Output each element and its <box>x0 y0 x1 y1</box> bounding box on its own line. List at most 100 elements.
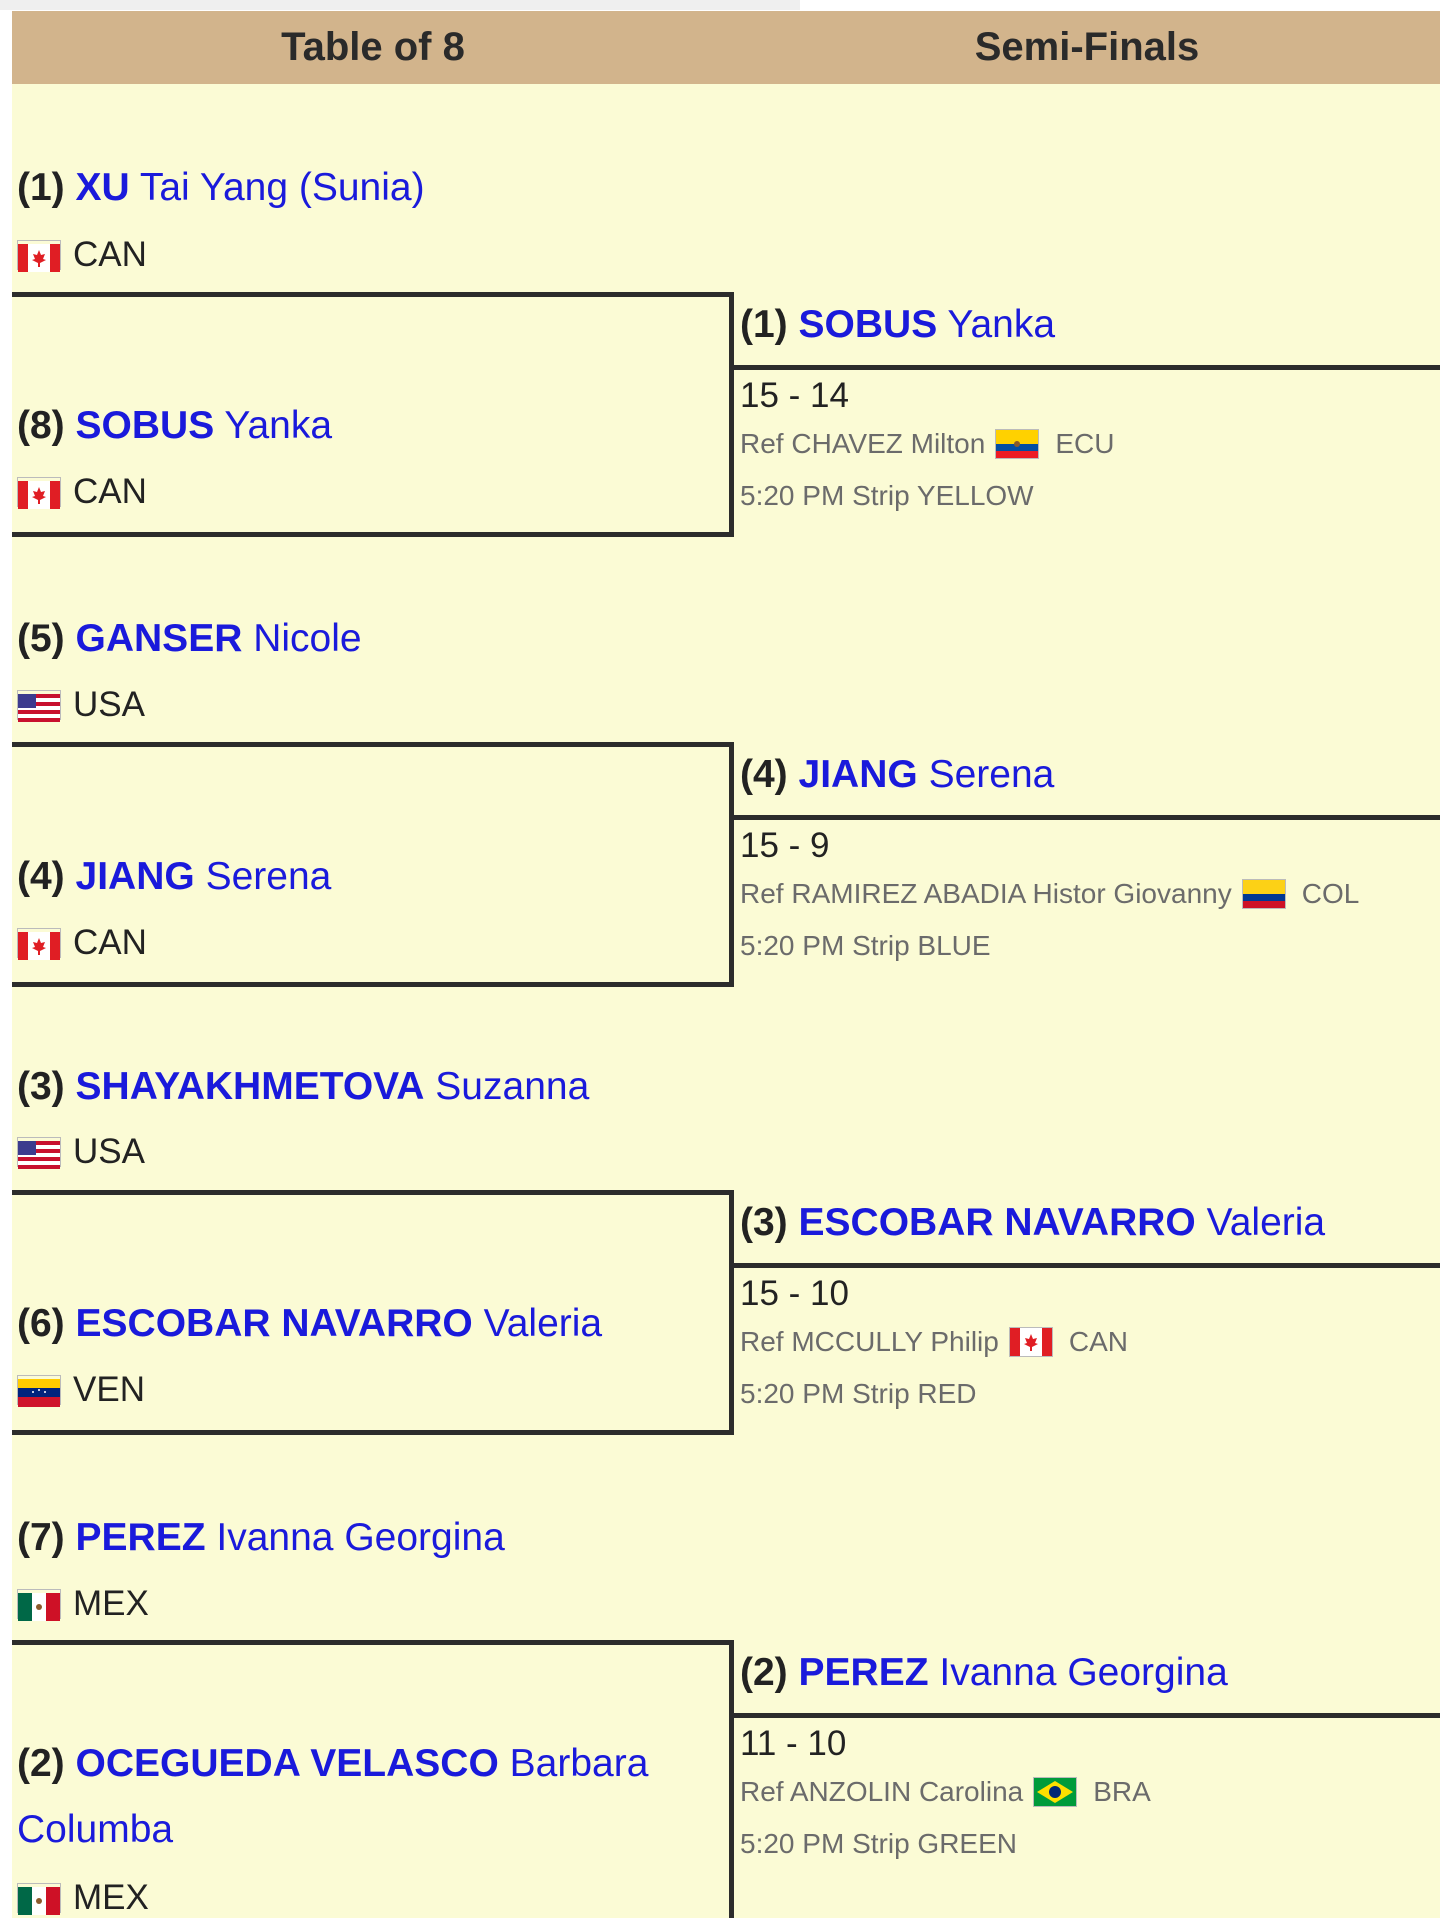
bout-score: 15 - 14 <box>740 376 849 415</box>
strip: Strip YELLOW <box>852 480 1034 511</box>
bracket-line <box>734 365 1440 370</box>
fencer-first-name[interactable]: Ivanna Georgina <box>216 1516 505 1559</box>
fencer-last-name[interactable]: PEREZ <box>75 1516 206 1559</box>
semifinal-fencer[interactable]: (4) JIANG Serena <box>740 753 1054 797</box>
fencer-first-name[interactable]: Suzanna <box>435 1065 590 1108</box>
ref-prefix: Ref <box>740 1776 784 1807</box>
fencer-entry[interactable]: (5) GANSER Nicole <box>17 617 362 661</box>
seed: (4) <box>740 753 788 796</box>
fencer-last-name[interactable]: ESCOBAR NAVARRO <box>75 1302 473 1345</box>
referee-name: ANZOLIN Carolina <box>789 1776 1024 1807</box>
fencer-country: CAN <box>17 923 147 963</box>
bout-score: 15 - 10 <box>740 1274 849 1313</box>
bout-score: 15 - 9 <box>740 826 830 865</box>
referee-name: MCCULLY Philip <box>791 1326 999 1357</box>
seed: (3) <box>17 1065 65 1108</box>
bracket-table: Table of 8 Semi-Finals (1) XU Tai Yang (… <box>12 11 1440 1918</box>
seed: (6) <box>17 1302 65 1345</box>
country-code: VEN <box>73 1370 145 1409</box>
bout-time: 5:20 PM <box>740 1378 845 1409</box>
bracket-line <box>12 982 734 987</box>
fencer-first-name[interactable]: Nicole <box>253 617 362 660</box>
referee-info: Ref MCCULLY Philip CAN <box>740 1326 1128 1358</box>
column-title-table-of-8: Table of 8 <box>281 25 465 69</box>
fencer-last-name[interactable]: SHAYAKHMETOVA <box>75 1065 425 1108</box>
bracket-line <box>12 1640 734 1645</box>
fencer-country: MEX <box>17 1584 149 1624</box>
fencer-first-name[interactable]: Yanka <box>947 303 1056 346</box>
fencer-entry[interactable]: (8) SOBUS Yanka <box>17 404 332 448</box>
semifinal-fencer[interactable]: (1) SOBUS Yanka <box>740 303 1055 347</box>
semifinal-fencer[interactable]: (3) ESCOBAR NAVARRO Valeria <box>740 1201 1325 1245</box>
canada-flag-icon <box>17 928 61 960</box>
fencer-country: USA <box>17 1132 145 1172</box>
fencer-first-name[interactable]: Valeria <box>1206 1201 1326 1244</box>
fencer-entry[interactable]: (7) PEREZ Ivanna Georgina <box>17 1516 505 1560</box>
fencer-first-name[interactable]: Columba <box>17 1808 174 1851</box>
fencer-first-name[interactable]: Tai Yang (Sunia) <box>139 166 425 209</box>
fencer-last-name[interactable]: SOBUS <box>75 404 215 447</box>
ref-prefix: Ref <box>740 1326 784 1357</box>
fencer-country: CAN <box>17 235 147 275</box>
bracket-line <box>12 292 734 297</box>
bracket-line <box>12 532 734 537</box>
fencer-entry[interactable]: (1) XU Tai Yang (Sunia) <box>17 166 425 210</box>
referee-name: RAMIREZ ABADIA Histor Giovanny <box>791 878 1232 909</box>
bracket-line <box>729 292 734 537</box>
strip: Strip BLUE <box>852 930 991 961</box>
fencer-first-name[interactable]: Serena <box>205 855 332 898</box>
fencer-last-name[interactable]: JIANG <box>798 753 918 796</box>
fencer-country: CAN <box>17 472 147 512</box>
fencer-last-name[interactable]: XU <box>75 166 130 209</box>
seed: (7) <box>17 1516 65 1559</box>
semifinal-fencer[interactable]: (2) PEREZ Ivanna Georgina <box>740 1651 1228 1695</box>
seed: (8) <box>17 404 65 447</box>
fencer-entry[interactable]: (6) ESCOBAR NAVARRO Valeria <box>17 1302 602 1346</box>
fencer-last-name[interactable]: ESCOBAR NAVARRO <box>798 1201 1196 1244</box>
country-code: CAN <box>73 472 147 511</box>
bout-time: 5:20 PM <box>740 480 845 511</box>
brazil-flag-icon <box>1033 1777 1078 1807</box>
bracket-line <box>734 1713 1440 1718</box>
fencer-country: MEX <box>17 1878 149 1918</box>
usa-flag-icon <box>17 690 61 722</box>
fencer-entry[interactable]: (2) OCEGUEDA VELASCO Barbara <box>17 1742 648 1786</box>
bracket-line <box>734 1263 1440 1268</box>
fencer-name-continuation[interactable]: Columba <box>17 1808 173 1852</box>
country-code: CAN <box>73 923 147 962</box>
fencer-first-name[interactable]: Serena <box>928 753 1055 796</box>
seed: (3) <box>740 1201 788 1244</box>
fencer-entry[interactable]: (3) SHAYAKHMETOVA Suzanna <box>17 1065 589 1109</box>
country-code: USA <box>73 685 145 724</box>
fencer-country: VEN <box>17 1370 145 1410</box>
fencer-last-name[interactable]: JIANG <box>75 855 195 898</box>
fencer-last-name[interactable]: GANSER <box>75 617 243 660</box>
fencer-entry[interactable]: (4) JIANG Serena <box>17 855 331 899</box>
referee-info: Ref CHAVEZ Milton ECU <box>740 428 1114 460</box>
fencer-last-name[interactable]: PEREZ <box>798 1651 929 1694</box>
fencer-last-name[interactable]: OCEGUEDA VELASCO <box>75 1742 499 1785</box>
mexico-flag-icon <box>17 1883 61 1915</box>
seed: (2) <box>740 1651 788 1694</box>
bracket-line <box>729 1190 734 1435</box>
canada-flag-icon <box>17 477 61 509</box>
ref-prefix: Ref <box>740 428 784 459</box>
column-title-semi-finals: Semi-Finals <box>974 25 1200 69</box>
bracket-line <box>734 815 1440 820</box>
fencer-first-name[interactable]: Ivanna Georgina <box>939 1651 1228 1694</box>
bout-time: 5:20 PM <box>740 930 845 961</box>
usa-flag-icon <box>17 1137 61 1169</box>
seed: (1) <box>17 166 65 209</box>
bout-time-strip: 5:20 PM Strip BLUE <box>740 930 991 962</box>
fencer-first-name[interactable]: Yanka <box>224 404 333 447</box>
fencer-first-name[interactable]: Barbara <box>509 1742 649 1785</box>
fencer-last-name[interactable]: SOBUS <box>798 303 938 346</box>
seed: (5) <box>17 617 65 660</box>
fencer-first-name[interactable]: Valeria <box>483 1302 603 1345</box>
bracket-header: Table of 8 Semi-Finals <box>12 11 1440 84</box>
ecuador-flag-icon <box>995 429 1040 459</box>
referee-info: Ref ANZOLIN Carolina BRA <box>740 1776 1151 1808</box>
strip: Strip RED <box>852 1378 977 1409</box>
seed: (4) <box>17 855 65 898</box>
